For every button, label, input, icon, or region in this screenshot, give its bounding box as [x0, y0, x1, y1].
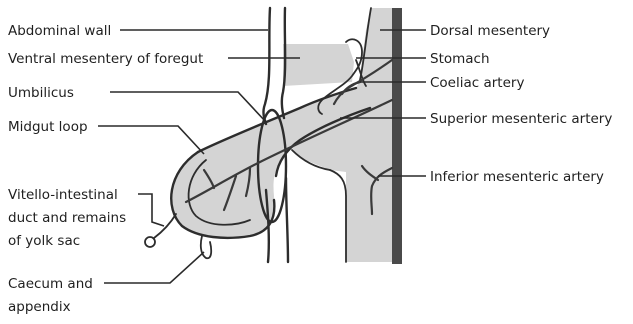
label-vitello-line2: duct and remains — [8, 210, 126, 226]
aorta — [392, 8, 402, 264]
leader-caecum — [104, 252, 204, 283]
label-caecum-line1: Caecum and — [8, 276, 93, 292]
dorsal-mesentery-lower-edge — [330, 170, 346, 262]
label-abdominal-wall: Abdominal wall — [8, 23, 111, 39]
label-ventral-mesentery: Ventral mesentery of foregut — [8, 51, 203, 67]
label-coeliac-artery: Coeliac artery — [430, 75, 524, 91]
vitello-intestinal-duct — [154, 214, 176, 238]
label-vitello-line3: of yolk sac — [8, 233, 80, 249]
label-superior-mesenteric: Superior mesenteric artery — [430, 111, 612, 127]
label-dorsal-mesentery: Dorsal mesentery — [430, 23, 550, 39]
abdominal-wall-lower-inner — [286, 178, 288, 262]
label-midgut-loop: Midgut loop — [8, 119, 88, 135]
abdominal-wall-outer-line — [263, 8, 270, 124]
label-vitello-line1: Vitello-intestinal — [8, 187, 118, 203]
label-caecum-line2: appendix — [8, 299, 71, 315]
label-stomach: Stomach — [430, 51, 490, 67]
leader-umbilicus — [110, 92, 266, 122]
leader-vitello-duct — [138, 194, 164, 226]
caecum-appendix — [201, 236, 211, 258]
label-inferior-mesenteric: Inferior mesenteric artery — [430, 169, 604, 185]
ventral-mesentery-region — [283, 44, 354, 86]
leader-midgut-loop — [98, 126, 204, 154]
label-umbilicus: Umbilicus — [8, 85, 74, 101]
yolk-sac-remains — [145, 237, 155, 247]
